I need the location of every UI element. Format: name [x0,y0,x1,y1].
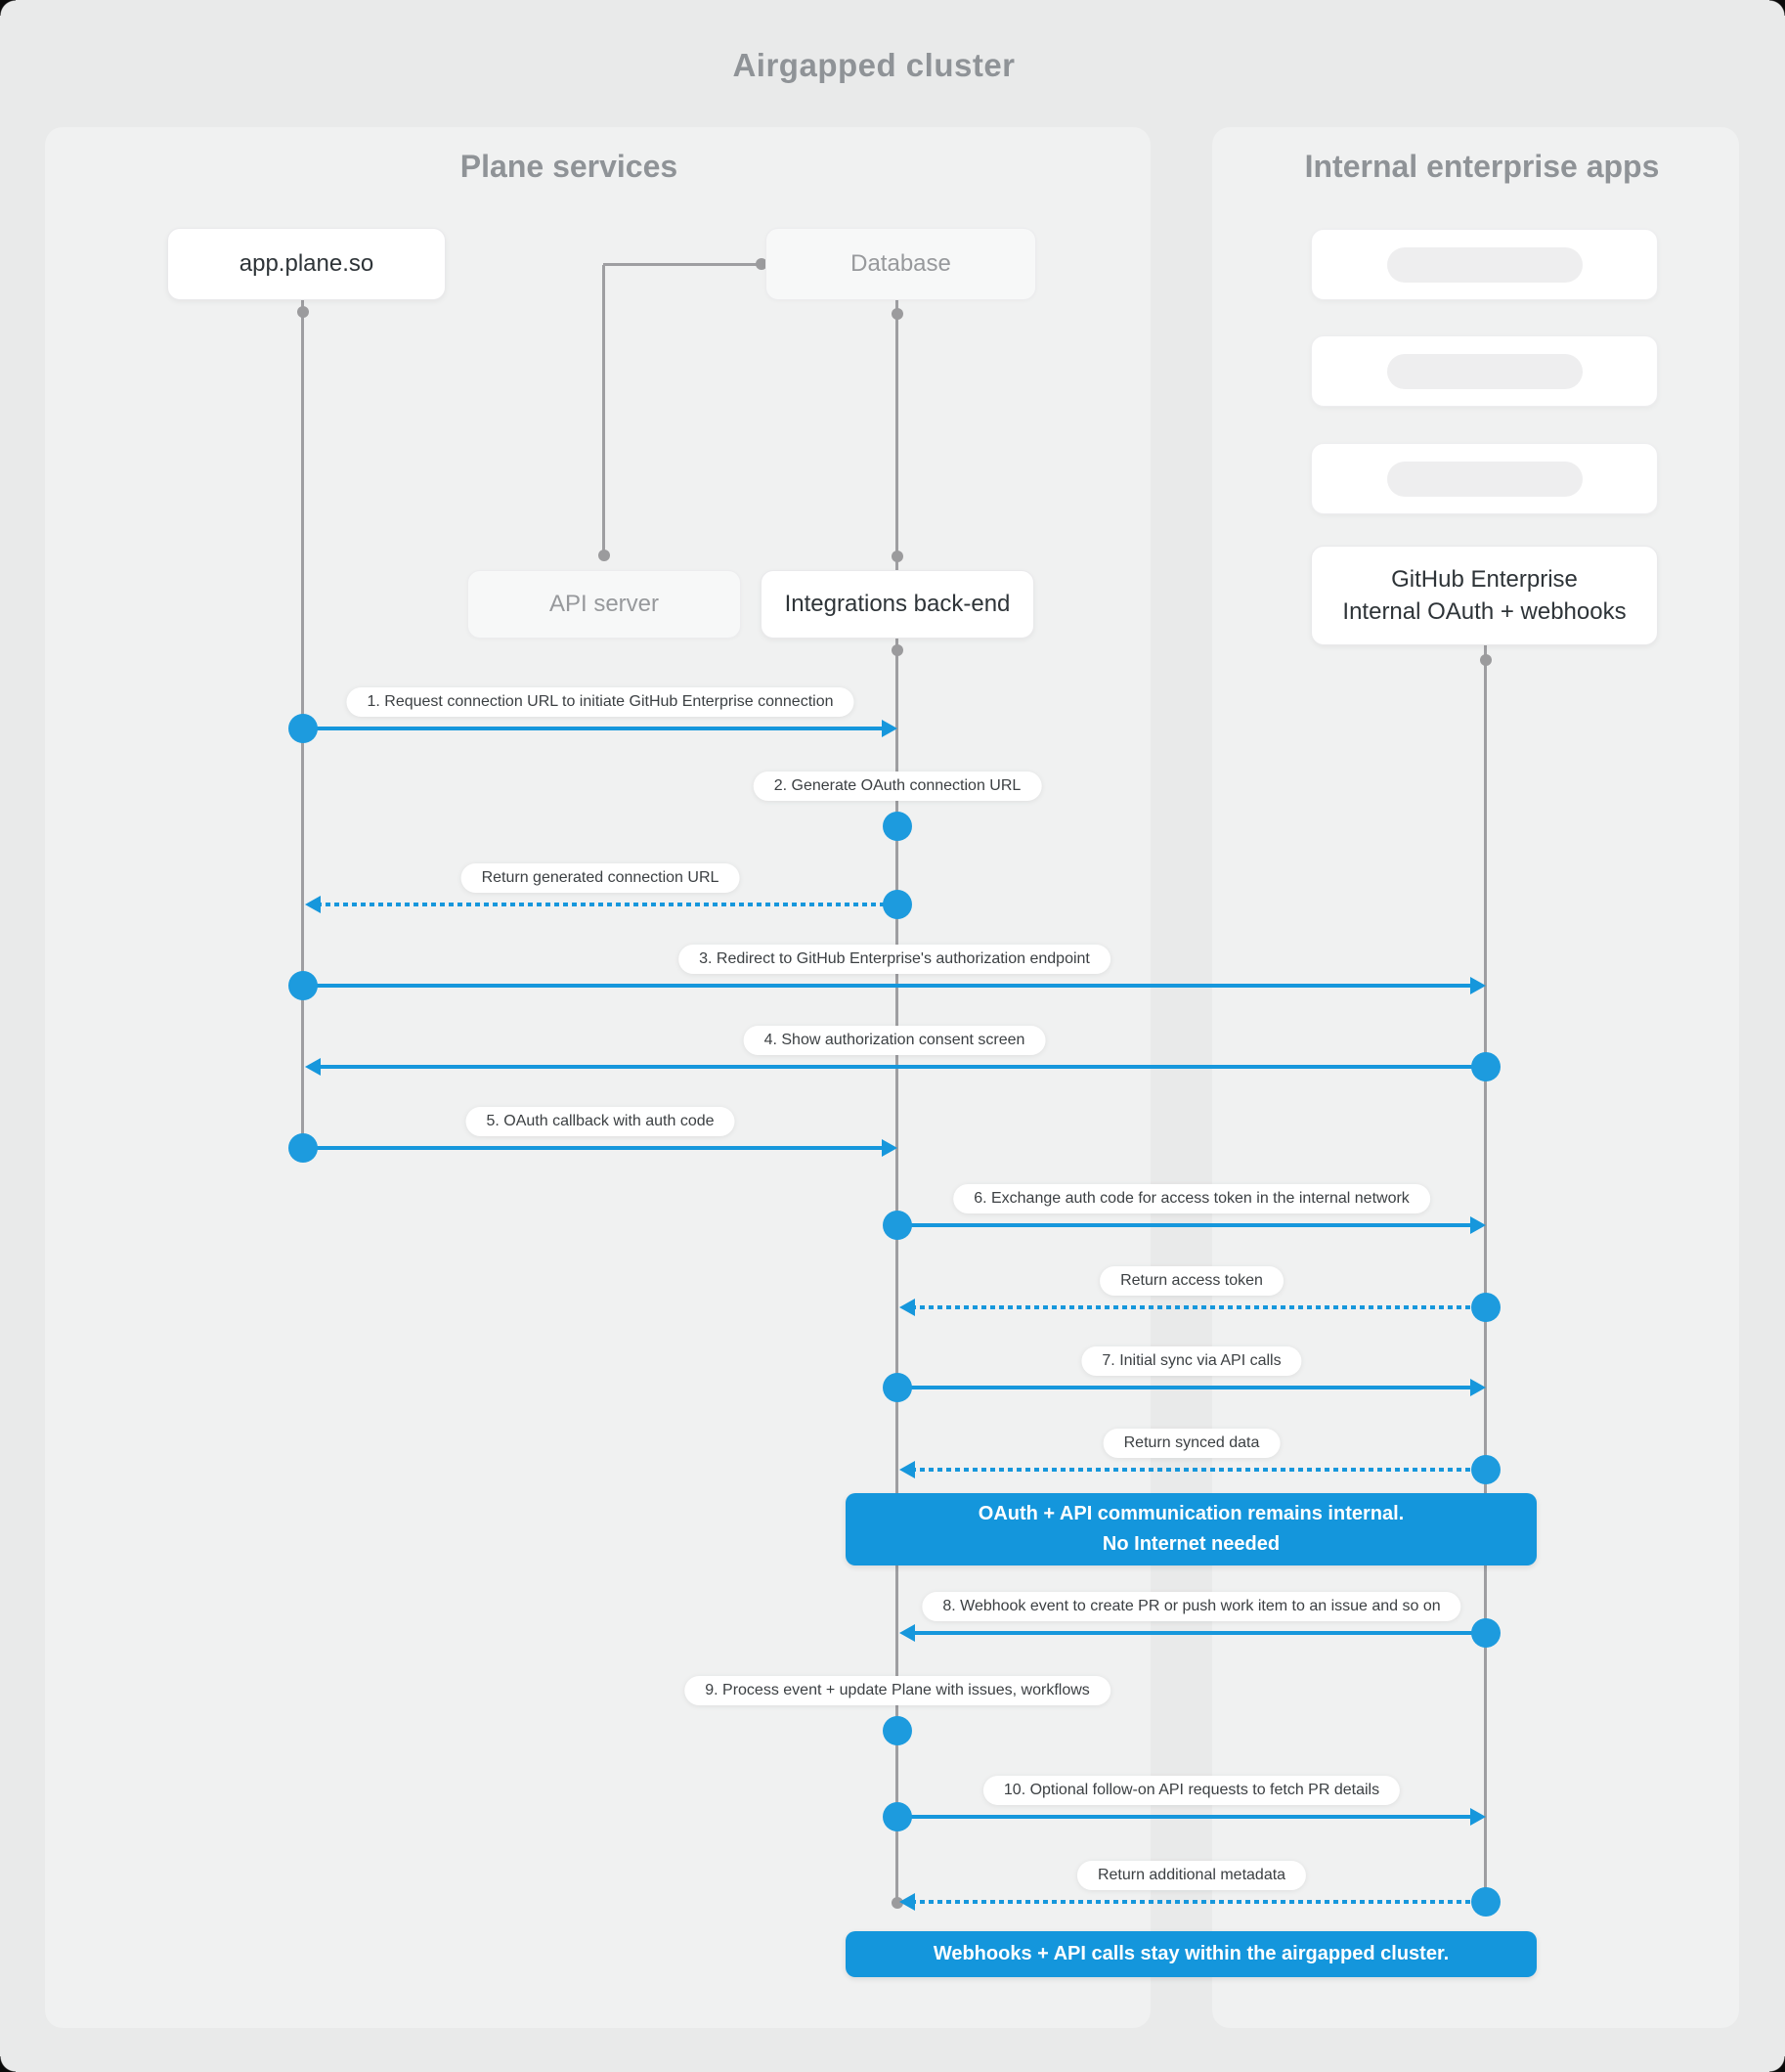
arrowhead-icon [1470,1379,1486,1396]
page-corner-bottom-left [0,2056,16,2072]
message-origin-dot [288,714,318,743]
lifeline-end-dot [297,306,309,318]
page-corner-top-left [0,0,16,16]
message-origin-dot [883,1802,912,1831]
lifeline-end-dot [1480,654,1492,666]
skeleton-text-pill [1387,462,1583,497]
arrowhead-icon [882,1139,897,1157]
panel-header-internal-enterprise-apps: Internal enterprise apps [1304,149,1660,184]
message-line [897,1386,1472,1389]
message-line [317,1065,1486,1069]
arrowhead-icon [305,896,321,913]
message-label: Return access token [1100,1266,1284,1296]
return-message-line [911,1468,1486,1472]
connector-api-server-to-database [603,263,762,266]
note-banner-internal-communication: OAuth + API communication remains intern… [846,1493,1537,1565]
lifeline-end-dot [892,551,903,562]
message-line [897,1815,1472,1819]
message-origin-dot [1471,1052,1501,1081]
message-line [897,1223,1472,1227]
arrowhead-icon [899,1893,915,1911]
message-label: 5. OAuth callback with auth code [465,1107,735,1136]
actor-box-app-plane-so: app.plane.so [167,228,446,300]
message-label: 4. Show authorization consent screen [743,1026,1046,1055]
message-label: Return synced data [1103,1429,1281,1458]
message-line [303,984,1472,988]
lifeline-end-dot [756,258,767,270]
lifeline-integrations-back-end [895,639,898,1903]
skeleton-app-card [1311,229,1658,300]
message-label: Return generated connection URL [460,863,740,893]
actor-label-app-plane-so: app.plane.so [239,250,374,277]
arrowhead-icon [899,1461,915,1478]
message-label: 7. Initial sync via API calls [1081,1346,1302,1376]
skeleton-text-pill [1387,354,1583,389]
message-line [911,1631,1486,1635]
note-banner-line1: OAuth + API communication remains intern… [978,1503,1405,1524]
message-origin-dot [883,1373,912,1402]
message-origin-dot [883,812,912,841]
actor-label-github-enterprise-line1: GitHub Enterprise [1391,566,1578,593]
message-origin-dot [1471,1455,1501,1484]
lifeline-end-dot [892,308,903,320]
return-message-line [911,1900,1486,1904]
diagram-title: Airgapped cluster [732,47,1016,83]
arrowhead-icon [1470,1808,1486,1826]
message-origin-dot [883,890,912,919]
message-label: Return additional metadata [1076,1861,1307,1890]
message-origin-dot [288,971,318,1000]
message-label: 3. Redirect to GitHub Enterprise's autho… [678,945,1110,974]
message-label: 10. Optional follow-on API requests to f… [982,1776,1401,1805]
page-corner-bottom-right [1769,2056,1785,2072]
skeleton-app-card [1311,443,1658,514]
actor-box-github-enterprise: GitHub Enterprise Internal OAuth + webho… [1311,546,1658,645]
arrowhead-icon [305,1058,321,1076]
actor-label-github-enterprise-line2: Internal OAuth + webhooks [1342,598,1627,625]
arrowhead-icon [1470,977,1486,994]
connector-api-server-vertical [602,265,605,557]
message-origin-dot [1471,1293,1501,1322]
message-label: 9. Process event + update Plane with iss… [684,1676,1110,1705]
panel-plane-services [45,127,1151,2028]
message-label: 2. Generate OAuth connection URL [753,771,1042,801]
actor-box-database: Database [765,228,1036,300]
actor-label-integrations-back-end: Integrations back-end [784,591,1011,617]
message-origin-dot [288,1133,318,1163]
note-banner-line2: No Internet needed [1102,1533,1281,1555]
arrowhead-icon [882,720,897,737]
arrowhead-icon [899,1624,915,1642]
message-origin-dot [883,1716,912,1745]
panel-header-plane-services: Plane services [459,149,678,184]
actor-box-integrations-back-end: Integrations back-end [761,570,1034,639]
return-message-line [317,903,897,906]
note-banner-airgapped-cluster: Webhooks + API calls stay within the air… [846,1931,1537,1977]
actor-label-api-server: API server [548,591,660,617]
message-origin-dot [1471,1618,1501,1648]
message-origin-dot [1471,1887,1501,1917]
message-label: 6. Exchange auth code for access token i… [953,1184,1430,1213]
arrowhead-icon [899,1299,915,1316]
skeleton-text-pill [1387,247,1583,283]
skeleton-app-card [1311,335,1658,407]
lifeline-end-dot [892,644,903,656]
actor-label-database: Database [850,250,951,277]
arrowhead-icon [1470,1216,1486,1234]
page-corner-top-right [1769,0,1785,16]
message-line [303,727,884,730]
actor-box-api-server: API server [467,570,741,639]
lifeline-github-enterprise [1484,645,1487,1902]
lifeline-end-dot [598,550,610,561]
message-line [303,1146,884,1150]
return-message-line [911,1305,1486,1309]
message-label: 8. Webhook event to create PR or push wo… [922,1592,1461,1621]
message-label: 1. Request connection URL to initiate Gi… [346,687,854,717]
message-origin-dot [883,1211,912,1240]
note-banner-line1: Webhooks + API calls stay within the air… [933,1943,1450,1964]
connector-database-to-integrations [895,300,898,570]
